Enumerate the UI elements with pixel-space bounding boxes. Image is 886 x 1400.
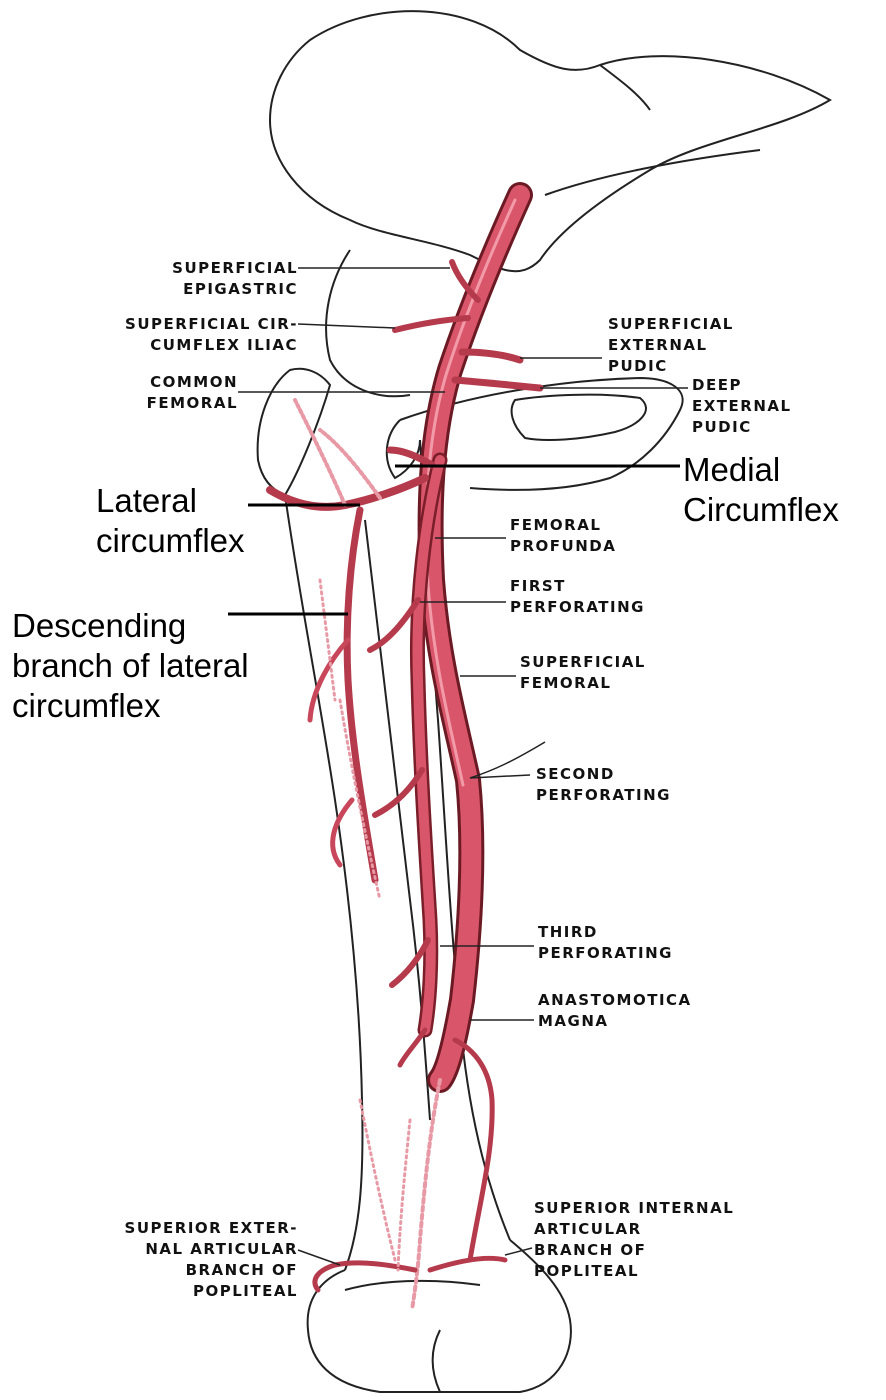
superior-internal-articular-artery — [427, 1255, 508, 1273]
pelvis-lower-line — [544, 149, 761, 196]
superficial-circumflex-iliac-artery — [392, 315, 471, 333]
label-superficial-circumflex-iliac: SUPERFICIAL CIR- CUMFLEX ILIAC — [125, 315, 298, 354]
label-superficial-femoral: SUPERFICIAL FEMORAL — [520, 653, 646, 692]
first-perforating-artery — [367, 597, 421, 653]
annotation-medial-circumflex: Medial Circumflex — [683, 451, 839, 528]
superior-external-articular-artery — [312, 1260, 418, 1293]
third-perforating-artery — [389, 937, 431, 988]
label-deep-external-pudic: DEEP EXTERNAL PUDIC — [692, 376, 792, 436]
annotation-descending-branch: Descending branch of lateral circumflex — [12, 607, 249, 724]
obturator-foramen — [510, 393, 647, 441]
pelvis-notch-line — [599, 64, 651, 111]
label-superior-external-articular: SUPERIOR EXTER- NAL ARTICULAR BRANCH OF … — [124, 1219, 298, 1300]
perforating-terminal-branch — [397, 1027, 428, 1068]
femoral-artery — [420, 185, 530, 1090]
label-anastomotica-magna: ANASTOMOTICA MAGNA — [538, 991, 692, 1030]
lateral-circumflex-upper-branch — [293, 398, 347, 507]
label-common-femoral: COMMON FEMORAL — [146, 373, 238, 412]
annotation-leaders — [228, 464, 680, 616]
femur-condyles — [306, 1239, 572, 1393]
lower-anastomosis-dotted — [358, 1098, 412, 1272]
annotation-lateral-circumflex: Lateral circumflex — [96, 482, 245, 559]
descending-branch-dotted-1 — [318, 578, 337, 702]
popliteal-continuation — [410, 1078, 442, 1312]
label-superficial-epigastric: SUPERFICIAL EPIGASTRIC — [172, 259, 298, 298]
leader-superior-internal-articular — [504, 1247, 533, 1256]
femur-linea-aspera — [364, 519, 431, 1121]
descending-branch-artery — [343, 506, 379, 884]
superficial-epigastric-artery — [449, 259, 481, 303]
label-third-perforating: THIRD PERFORATING — [538, 923, 673, 962]
anastomotica-magna-artery — [452, 1037, 495, 1263]
leader-second-perforating — [469, 741, 546, 779]
descending-branch-twig-2 — [330, 797, 355, 868]
medial-circumflex-artery — [386, 446, 436, 469]
label-femoral-profunda: FEMORAL PROFUNDA — [510, 516, 617, 555]
leader-superior-external-articular — [297, 1249, 341, 1266]
pelvis-ilium — [268, 10, 832, 273]
greater-trochanter — [256, 367, 332, 497]
label-first-perforating: FIRST PERFORATING — [510, 577, 645, 616]
superficial-external-pudic-artery — [458, 348, 524, 364]
arteries — [266, 182, 544, 1312]
label-superficial-external-pudic: SUPERFICIAL EXTERNAL PUDIC — [608, 315, 734, 375]
intercondylar-line — [344, 1279, 481, 1393]
femoral-head — [325, 249, 411, 398]
label-second-perforating: SECOND PERFORATING — [536, 765, 671, 804]
bone-outlines — [256, 10, 832, 1393]
descending-branch-dotted-2 — [338, 698, 382, 902]
lateral-circumflex-twig — [318, 428, 382, 500]
descending-branch-twig-1 — [307, 637, 351, 723]
label-superior-internal-articular: SUPERIOR INTERNAL ARTICULAR BRANCH OF PO… — [534, 1199, 735, 1280]
leader-superficial-circumflex-iliac — [297, 323, 396, 329]
second-perforating-artery — [372, 767, 425, 818]
deep-external-pudic-artery — [451, 376, 544, 392]
leader-lines — [238, 267, 688, 1266]
lateral-circumflex-artery — [266, 474, 429, 511]
femur-lateral-edge — [284, 494, 364, 1271]
